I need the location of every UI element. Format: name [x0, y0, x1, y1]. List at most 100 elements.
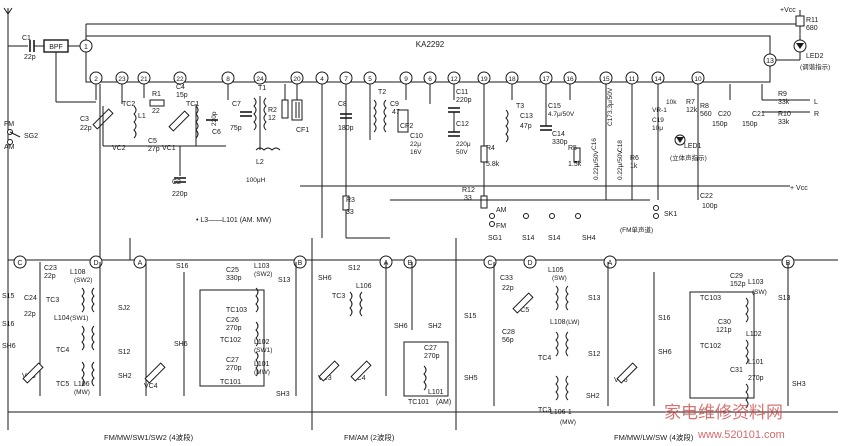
c14-label: C14: [552, 131, 565, 138]
c10-volt: 16V: [410, 149, 422, 156]
r1-value: 22: [152, 108, 160, 115]
p3-sh3: SH3: [792, 381, 806, 388]
p3-tc3: TC3: [538, 407, 551, 414]
p1-l101: L101: [254, 361, 270, 368]
p3-sh5: SH5: [464, 375, 478, 382]
p1-tc4: TC4: [56, 347, 69, 354]
p1-c23-val: 22p: [44, 273, 56, 280]
p1-s13: S13: [278, 277, 291, 284]
p3-l101: L101: [748, 359, 764, 366]
ic-pin-number: 7: [344, 76, 348, 83]
c10-label: C10: [410, 133, 423, 140]
p3-l106-note: (MW): [560, 419, 576, 426]
c21-value: 150p: [742, 121, 758, 128]
c7-label: C7: [232, 101, 241, 108]
vc2-label: VC2: [112, 145, 126, 152]
c12-volt: 50V: [456, 149, 468, 156]
r8-label: R8: [700, 103, 709, 110]
r5-label: R5: [568, 145, 577, 152]
p3-l108-note: (LW): [566, 319, 580, 326]
p2-s12: S12: [348, 265, 361, 272]
panel-1: C23 22p L108 (SW2) S15 C24 22p TC3 L104 …: [2, 262, 297, 442]
c20-value: 150p: [712, 121, 728, 128]
p1-l106-note: (MW): [74, 389, 90, 396]
p1-c25-val: 330p: [226, 275, 242, 282]
ic-pin-number: 2: [94, 76, 98, 83]
t3-label: T3: [516, 103, 524, 110]
c2-value: 220p: [172, 191, 188, 198]
sk1-label: SK1: [664, 211, 677, 218]
p3-c29-val: 152p: [730, 281, 746, 288]
node-label: A: [608, 260, 613, 267]
cf1-label: CF1: [296, 127, 309, 134]
ic-pin-number: 10: [694, 76, 702, 83]
c12-value: 220μ: [456, 141, 471, 148]
ic-pin-number: 6: [428, 76, 432, 83]
c21-label: C21: [752, 111, 765, 118]
r5-value: 1.5k: [568, 161, 582, 168]
p3-tc4: TC4: [538, 355, 551, 362]
p1-c26-val: 270p: [226, 325, 242, 332]
led1-note: (立体声指示): [670, 153, 707, 162]
p2-sh6b: SH6: [394, 323, 408, 330]
p3-sh12: SH2: [586, 393, 600, 400]
panel3-title: FM/MW/LW/SW (4波段): [614, 432, 694, 442]
c2-label: C2: [172, 179, 181, 186]
c14-value: 330p: [552, 139, 568, 146]
p3-l103: L103: [748, 279, 764, 286]
c15-value: 4.7μ/50V: [548, 111, 575, 118]
sg1-label: SG1: [488, 235, 502, 242]
bpf-label: BPF: [49, 44, 63, 51]
r8-value: 560: [700, 111, 712, 118]
sk1-note: (FM单声道): [620, 225, 653, 234]
p3-c28-val: 56p: [502, 337, 514, 344]
ic-name: KA2292: [416, 40, 445, 49]
p3-c33: C33: [500, 275, 513, 282]
c16-label: C16: [591, 138, 598, 150]
node-marker: [13, 255, 27, 269]
p1-l108: L108: [70, 269, 86, 276]
p3-c30-val: 121p: [716, 327, 732, 334]
panel1-title: FM/MW/SW1/SW2 (4波段): [104, 432, 194, 442]
p1-l103-note: (SW2): [254, 271, 272, 278]
c18-value: 0.22μ/50V: [617, 150, 624, 180]
watermark-cn: 家电维修资料网: [664, 403, 783, 422]
r2-label: R2: [268, 107, 277, 114]
p1-c27: C27: [226, 357, 239, 364]
p2-sh2: SH2: [428, 323, 442, 330]
p1-tc101: TC101: [220, 379, 241, 386]
p1-tc103: TC103: [226, 307, 247, 314]
node-label: C: [487, 260, 492, 267]
ic-pin-number: 4: [320, 76, 324, 83]
antenna-section: C1 22p BPF FM AM SG2: [3, 7, 96, 430]
p3-sh6: SH6: [658, 349, 672, 356]
p1-vc4: VC4: [144, 383, 158, 390]
c22-value: 100p: [702, 203, 718, 210]
top-rail: +Vcc R11 680 LED2 (调谐指示): [85, 7, 830, 71]
p3-tc103: TC103: [700, 295, 721, 302]
led2-note: (调谐指示): [800, 62, 830, 71]
p3-c30: C30: [718, 319, 731, 326]
ic-pin-number: 18: [508, 76, 516, 83]
p1-s12: S12: [118, 349, 131, 356]
node-label: D: [93, 260, 98, 267]
panel2-title: FM/AM (2波段): [344, 432, 395, 442]
c1-value: 22p: [24, 54, 36, 61]
ic-pin-number: 19: [480, 76, 488, 83]
p3-c31: C31: [730, 367, 743, 374]
sg1-am: AM: [496, 207, 507, 214]
c13-label: C13: [520, 113, 533, 120]
vcc-right: + Vcc: [790, 185, 808, 192]
r3-label: R3: [346, 197, 355, 204]
ic-pin: [173, 71, 187, 85]
p1-l104: L104: [54, 315, 70, 322]
cf2-label: CF2: [400, 123, 413, 130]
p3-s16: S16: [658, 315, 671, 322]
node-marker: [89, 255, 103, 269]
am-label: AM: [4, 144, 15, 151]
p2-tc3: TC3: [332, 293, 345, 300]
p1-s16b: S16: [176, 263, 189, 270]
tc1-label: TC1: [186, 101, 199, 108]
